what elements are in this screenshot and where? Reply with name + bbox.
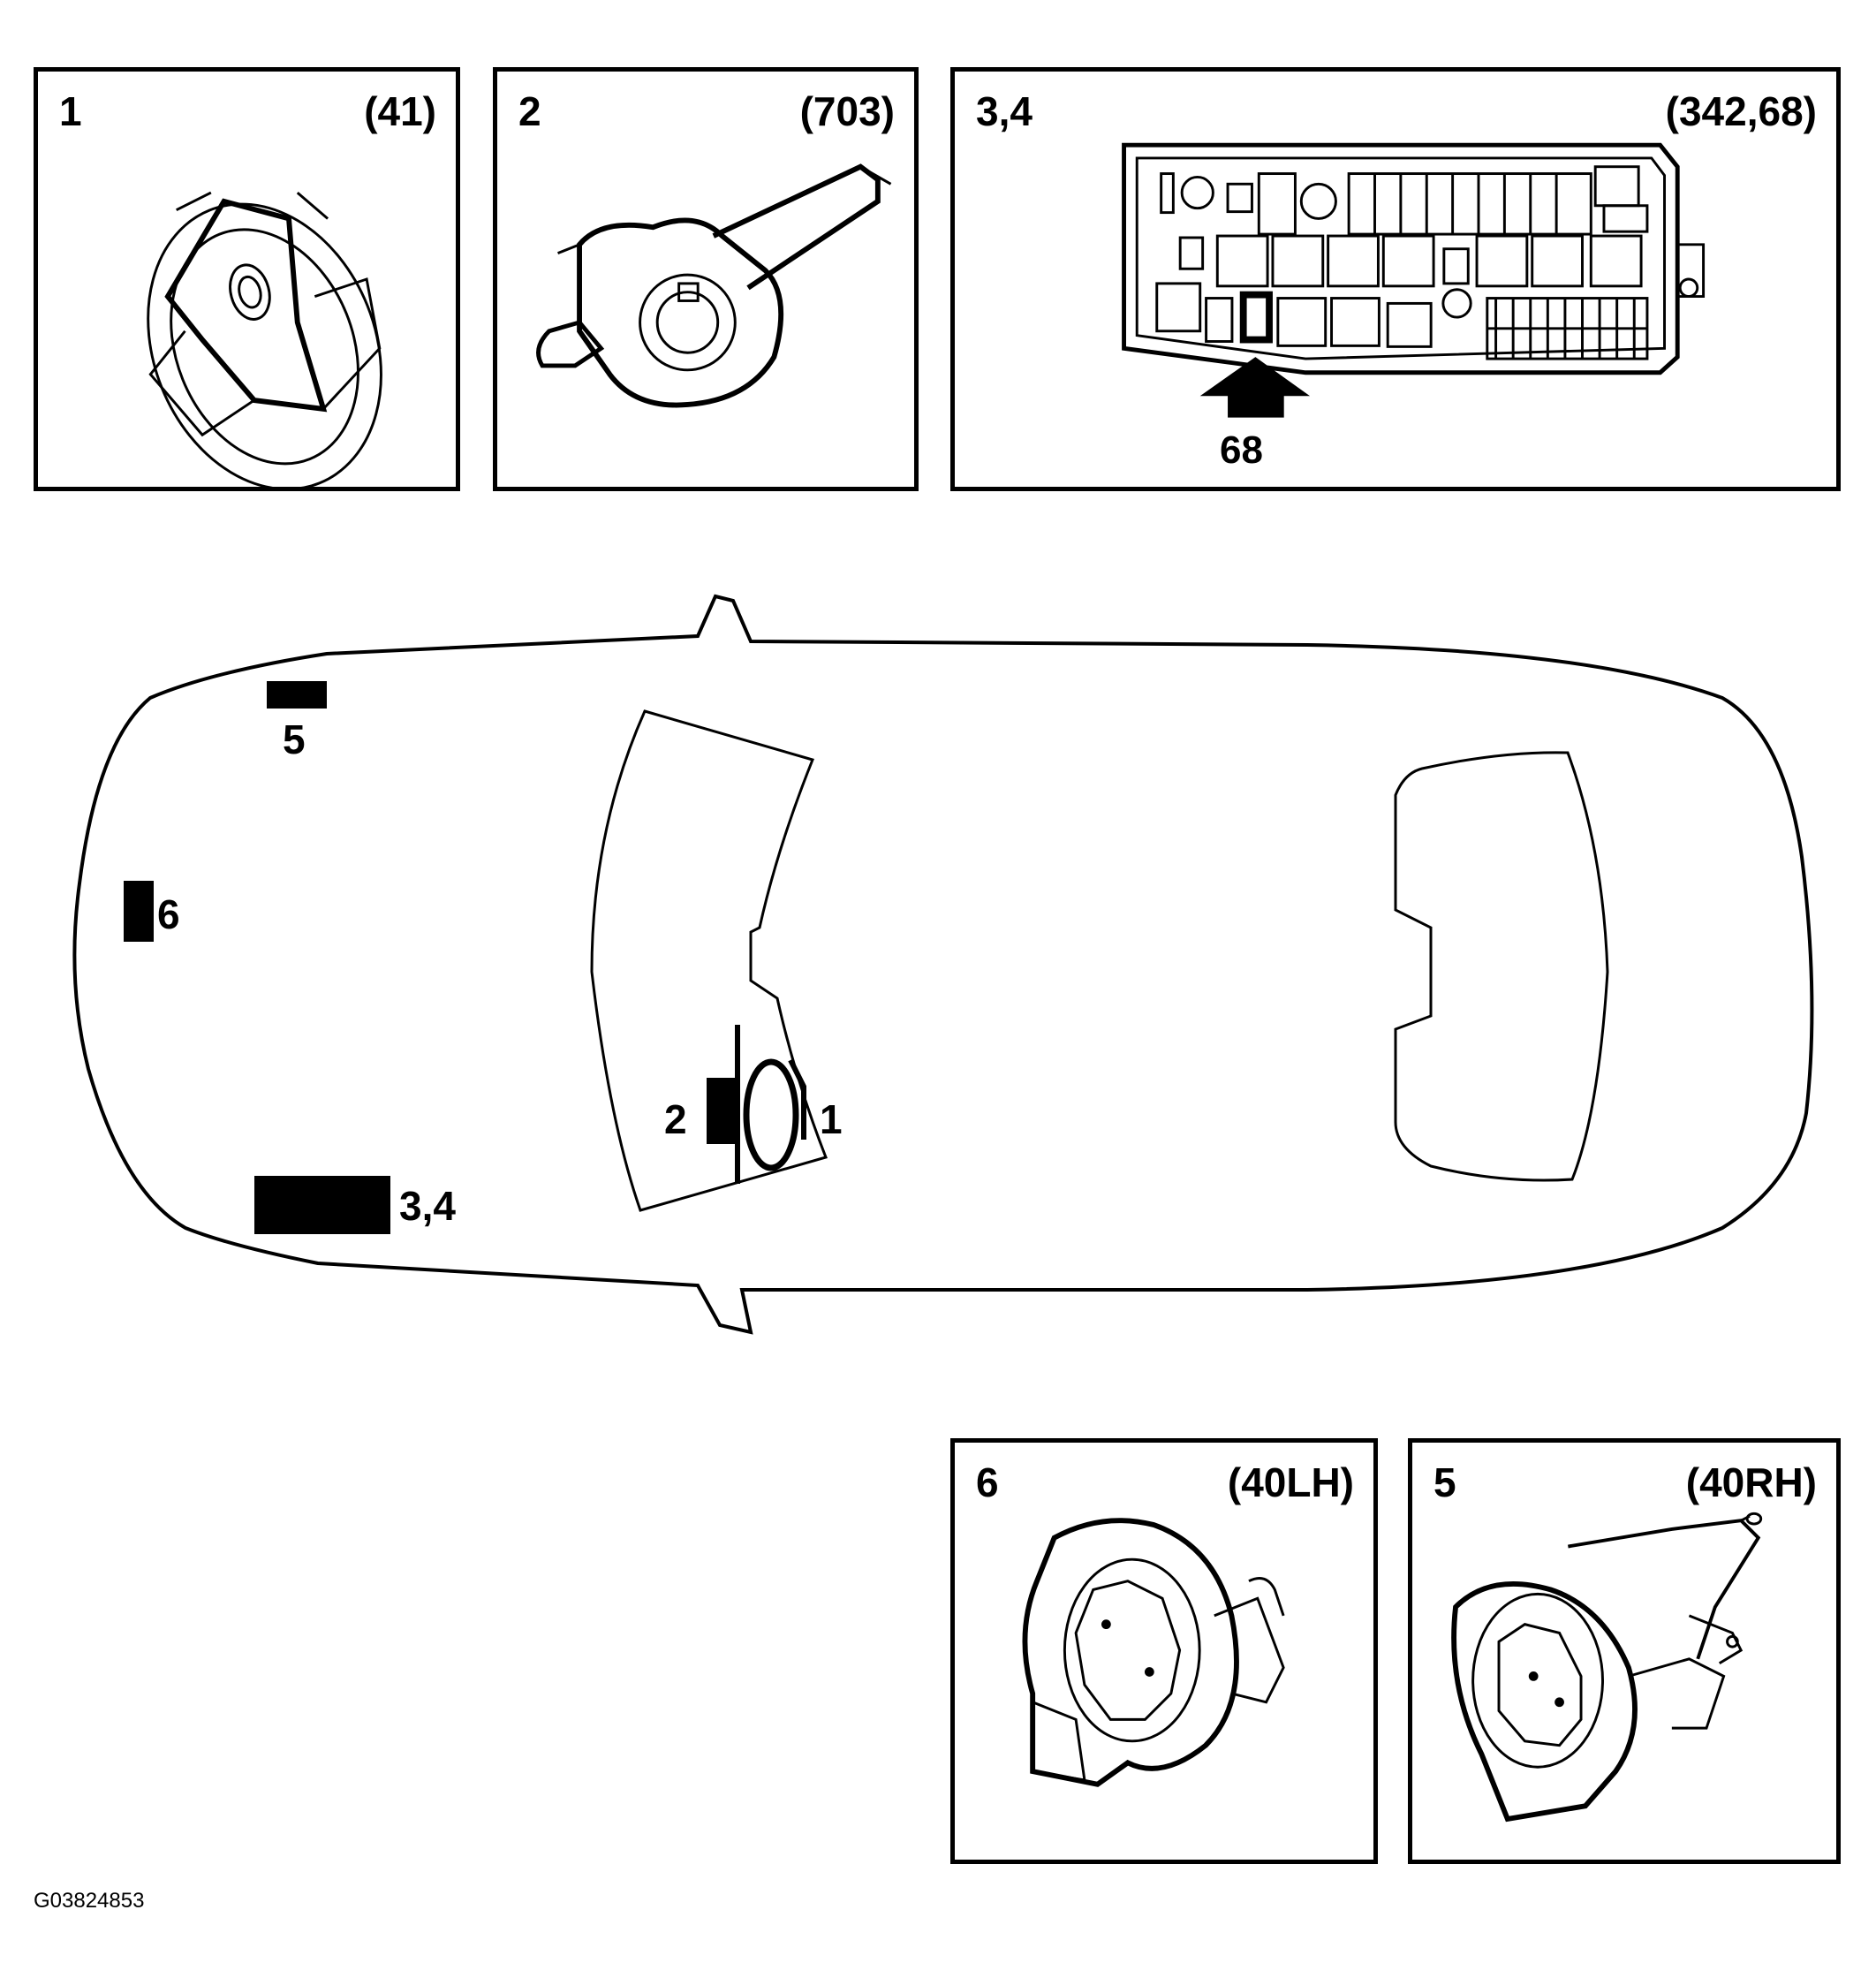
panel-2-stalk-switch: 2 (703)	[493, 67, 919, 491]
panel-6-number: 6	[976, 1459, 999, 1505]
panel-1-code: (41)	[364, 88, 436, 134]
panel-6-horn-lh: 6 (40LH)	[950, 1438, 1378, 1864]
car-label-1: 1	[820, 1096, 843, 1142]
figure-id: G03824853	[34, 1889, 145, 1913]
steering-wheel-drawing	[147, 191, 382, 491]
panel-3-4-fuse-box: 3,4 (342,68)	[950, 67, 1841, 491]
fuse-box-drawing	[1122, 142, 1706, 418]
car-label-3-4: 3,4	[399, 1183, 456, 1229]
stalk-switch-drawing	[536, 163, 892, 408]
car-label-5: 5	[283, 716, 306, 762]
fuse-68-arrow	[1199, 357, 1311, 418]
panel-5-code: (40RH)	[1685, 1459, 1817, 1505]
panel-1-steering-wheel: 1 (41)	[34, 67, 460, 491]
panel-5-number: 5	[1433, 1459, 1456, 1505]
panel-3-4-code: (342,68)	[1665, 88, 1817, 134]
fuse-68-label: 68	[1220, 428, 1263, 472]
panel-6-code: (40LH)	[1227, 1459, 1354, 1505]
marker-2	[707, 1078, 735, 1144]
marker-5	[267, 681, 327, 709]
panel-1-number: 1	[59, 88, 82, 134]
horn-lh-drawing	[1022, 1518, 1285, 1787]
marker-6	[124, 881, 154, 942]
panel-5-horn-rh: 5 (40RH)	[1408, 1438, 1841, 1864]
marker-3-4	[254, 1176, 390, 1234]
horn-rh-drawing	[1451, 1512, 1763, 1823]
panel-3-4-number: 3,4	[976, 88, 1033, 134]
panel-2-number: 2	[518, 88, 541, 134]
panel-2-code: (703)	[799, 88, 895, 134]
car-label-2: 2	[664, 1096, 687, 1142]
car-label-6: 6	[157, 891, 180, 937]
